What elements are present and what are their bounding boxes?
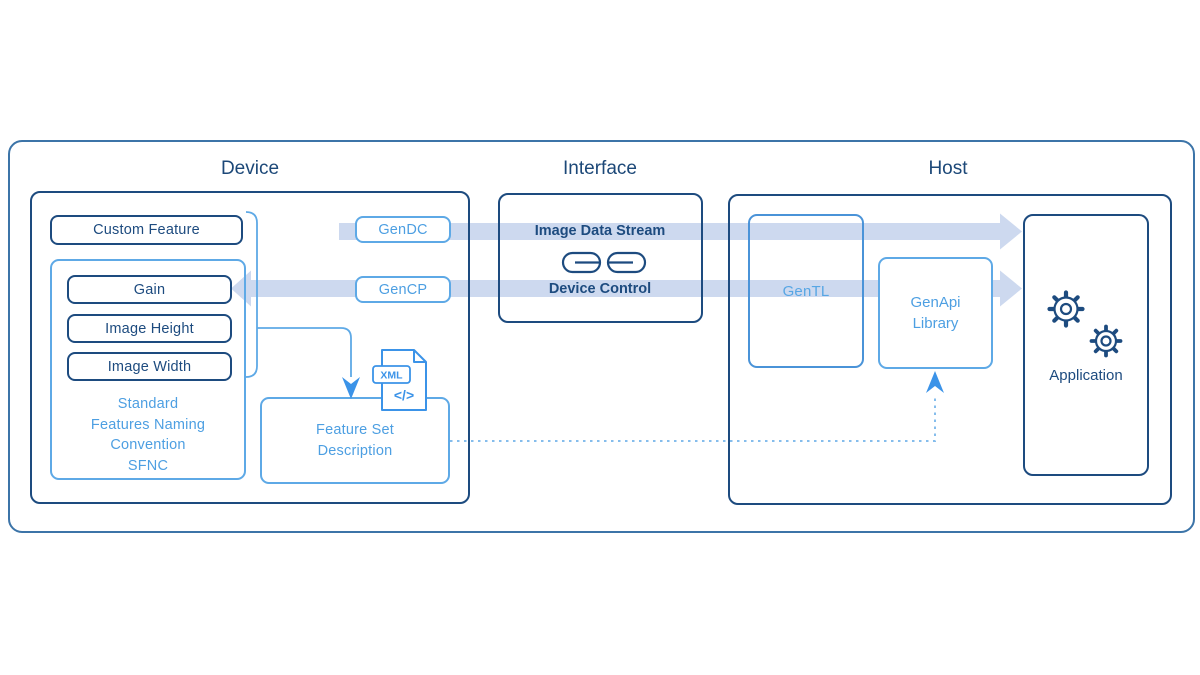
gencp-badge: GenCP [355,276,451,303]
genapi-label-line: Library [912,315,959,332]
feature-set-description-line: Feature Set [316,421,394,438]
image-height-feature-box: Image Height [67,314,232,343]
sfnc-caption-line: Features Naming [90,416,206,433]
gentl-box: GenTL [748,214,864,368]
image-width-feature-box: Image Width [67,352,232,381]
interface-section-title: Interface [563,158,637,179]
device-section-title: Device [220,158,280,179]
device-box [30,191,470,504]
feature-set-description-line: Description [317,442,393,459]
diagram-outer-frame [8,140,1195,533]
gendc-badge: GenDC [355,216,451,243]
sfnc-caption: Standard Features Naming Convention SFNC [50,394,246,476]
sfnc-group-box [50,259,246,480]
host-section-title: Host [928,158,968,179]
application-box [1023,214,1149,476]
custom-feature-box: Custom Feature [50,215,243,245]
host-box [728,194,1172,505]
image-data-stream-label: Image Data Stream [534,223,666,239]
sfnc-caption-line: SFNC [127,457,169,474]
gain-feature-box: Gain [67,275,232,304]
application-label: Application [1049,367,1123,384]
sfnc-caption-line: Standard [117,396,179,412]
interface-box [498,193,703,323]
genapi-label-line: GenApi [910,294,961,311]
sfnc-caption-line: Convention [110,437,186,453]
genapi-library-box: GenApi Library [878,257,993,369]
device-control-label: Device Control [548,281,652,297]
feature-set-description-box: Feature Set Description [260,397,450,484]
